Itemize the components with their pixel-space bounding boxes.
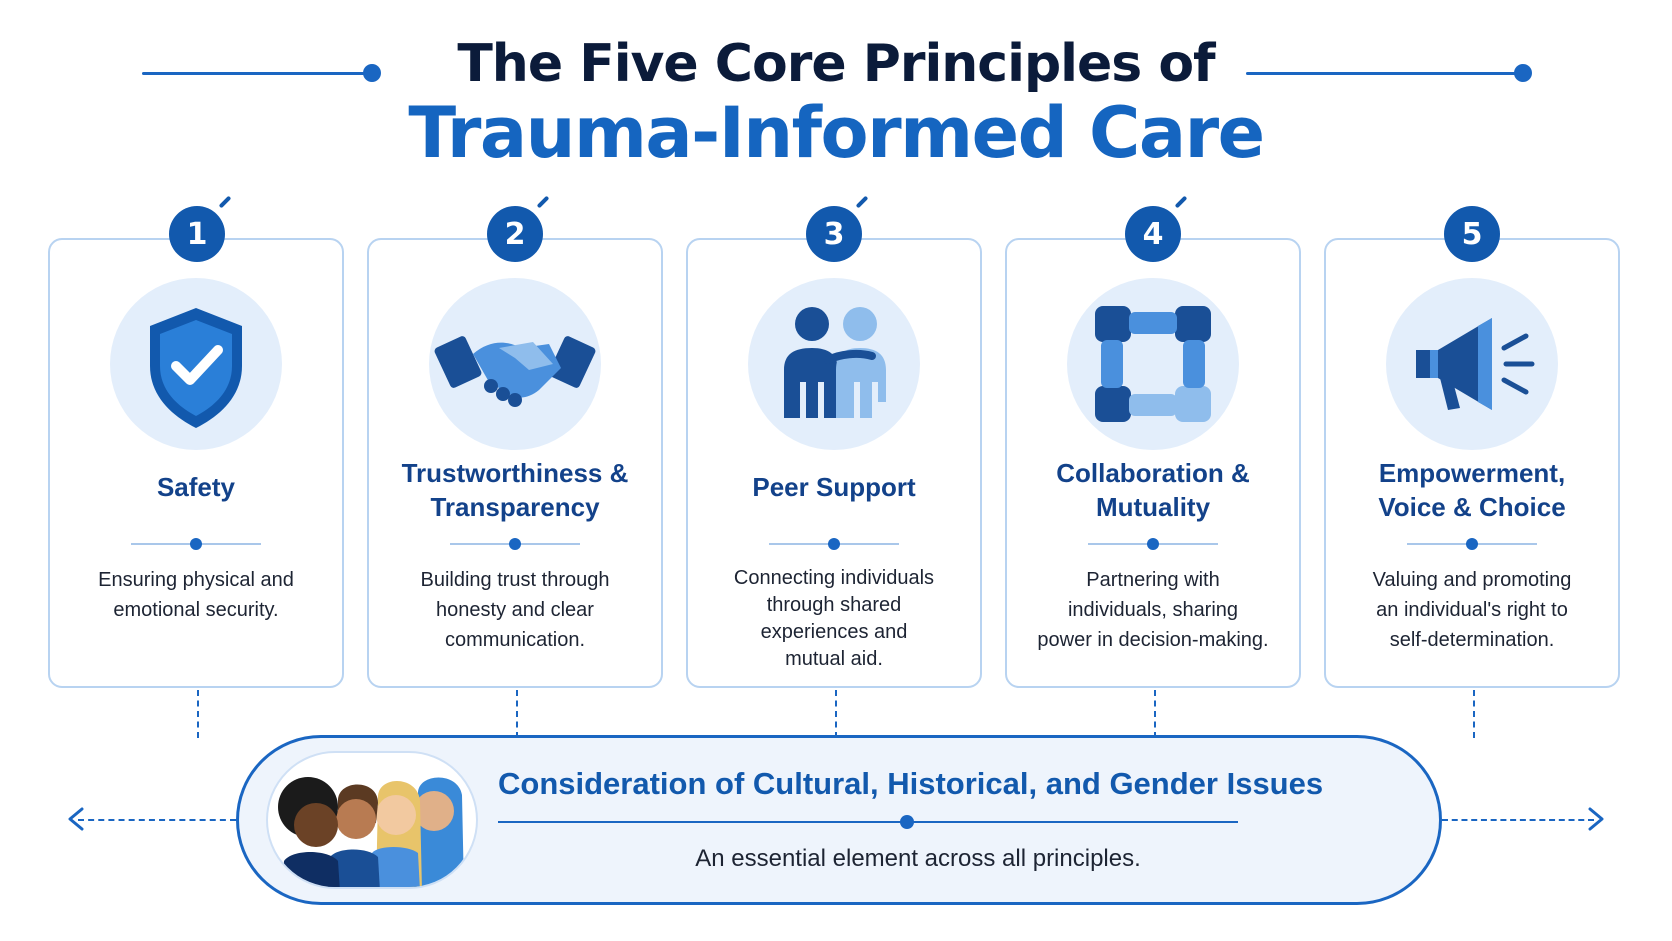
principle-description: Valuing and promoting an individual's ri… (1324, 565, 1620, 655)
banner-divider-dot (900, 815, 914, 829)
badge-tick (855, 195, 869, 209)
separator-dot (1466, 538, 1478, 550)
principle-title-line: Voice & Choice (1378, 492, 1566, 522)
principle-title-line: Trustworthiness & (401, 458, 629, 488)
principle-title: Peer Support (686, 470, 982, 504)
badge-tick (218, 195, 232, 209)
description-line: honesty and clear (436, 599, 594, 621)
diverse-people-icon (266, 751, 478, 889)
connector-line (197, 690, 199, 738)
banner-subtitle: An essential element across all principl… (695, 845, 1141, 872)
handshake-icon (429, 278, 601, 450)
description-line: Valuing and promoting (1372, 569, 1572, 591)
principle-number-badge: 2 (487, 206, 543, 262)
description-line: power in decision-making. (1037, 629, 1269, 651)
megaphone-icon (1386, 278, 1558, 450)
principle-number-badge: 4 (1125, 206, 1181, 262)
separator-dot (828, 538, 840, 550)
title-right-rule (1246, 72, 1524, 75)
principle-description: Building trust through honesty and clear… (367, 565, 663, 655)
principle-title-line: Transparency (430, 492, 600, 522)
banner-title: Consideration of Cultural, Historical, a… (498, 766, 1324, 801)
description-line: Ensuring physical and (98, 569, 294, 591)
principle-title: Safety (48, 470, 344, 504)
page-title-highlight: Trauma-Informed Care (408, 92, 1265, 174)
separator-dot (1147, 538, 1159, 550)
principle-number-badge: 3 (806, 206, 862, 262)
description-line: through shared (766, 594, 902, 616)
description-line: individuals, sharing (1067, 599, 1239, 621)
principle-title-line: Safety (156, 472, 236, 502)
description-line: communication. (444, 629, 586, 651)
connector-line (835, 690, 837, 738)
principle-title-line: Peer Support (752, 472, 916, 502)
arrow-right-icon (1588, 807, 1604, 831)
connector-line (1473, 690, 1475, 738)
title-left-dot (363, 64, 381, 82)
description-line: emotional security. (113, 599, 279, 621)
separator-dot (509, 538, 521, 550)
connector-line (1154, 690, 1156, 738)
badge-tick (1174, 195, 1188, 209)
right-arrow-line (1442, 819, 1594, 821)
description-line: an individual's right to (1376, 599, 1568, 621)
principle-title: Collaboration & Mutuality (1005, 456, 1301, 524)
description-line: Connecting individuals (733, 567, 935, 589)
principle-description: Partnering with individuals, sharing pow… (1005, 565, 1301, 655)
shield-check-icon (110, 278, 282, 450)
badge-tick (536, 195, 550, 209)
arrow-left-icon (68, 807, 84, 831)
principle-title: Empowerment, Voice & Choice (1324, 456, 1620, 524)
title-left-rule (142, 72, 372, 75)
principle-number-badge: 5 (1444, 206, 1500, 262)
description-line: mutual aid. (785, 648, 883, 670)
banner-divider (498, 821, 1238, 823)
principle-title: Trustworthiness & Transparency (367, 456, 663, 524)
description-line: Partnering with (1086, 569, 1220, 591)
principle-title-line: Empowerment, (1378, 458, 1566, 488)
description-line: self-determination. (1389, 629, 1555, 651)
left-arrow-line (78, 819, 236, 821)
principle-title-line: Collaboration & (1056, 458, 1250, 488)
principle-description: Ensuring physical and emotional security… (48, 565, 344, 625)
principle-number-badge: 1 (169, 206, 225, 262)
description-line: experiences and (760, 621, 908, 643)
description-line: Building trust through (420, 569, 610, 591)
linked-hands-icon (1067, 278, 1239, 450)
separator-dot (190, 538, 202, 550)
page-title: The Five Core Principles of (457, 34, 1215, 94)
title-right-dot (1514, 64, 1532, 82)
principle-description: Connecting individuals through shared ex… (686, 565, 982, 673)
connector-line (516, 690, 518, 738)
principle-title-line: Mutuality (1095, 492, 1211, 522)
peer-support-people-icon (748, 278, 920, 450)
